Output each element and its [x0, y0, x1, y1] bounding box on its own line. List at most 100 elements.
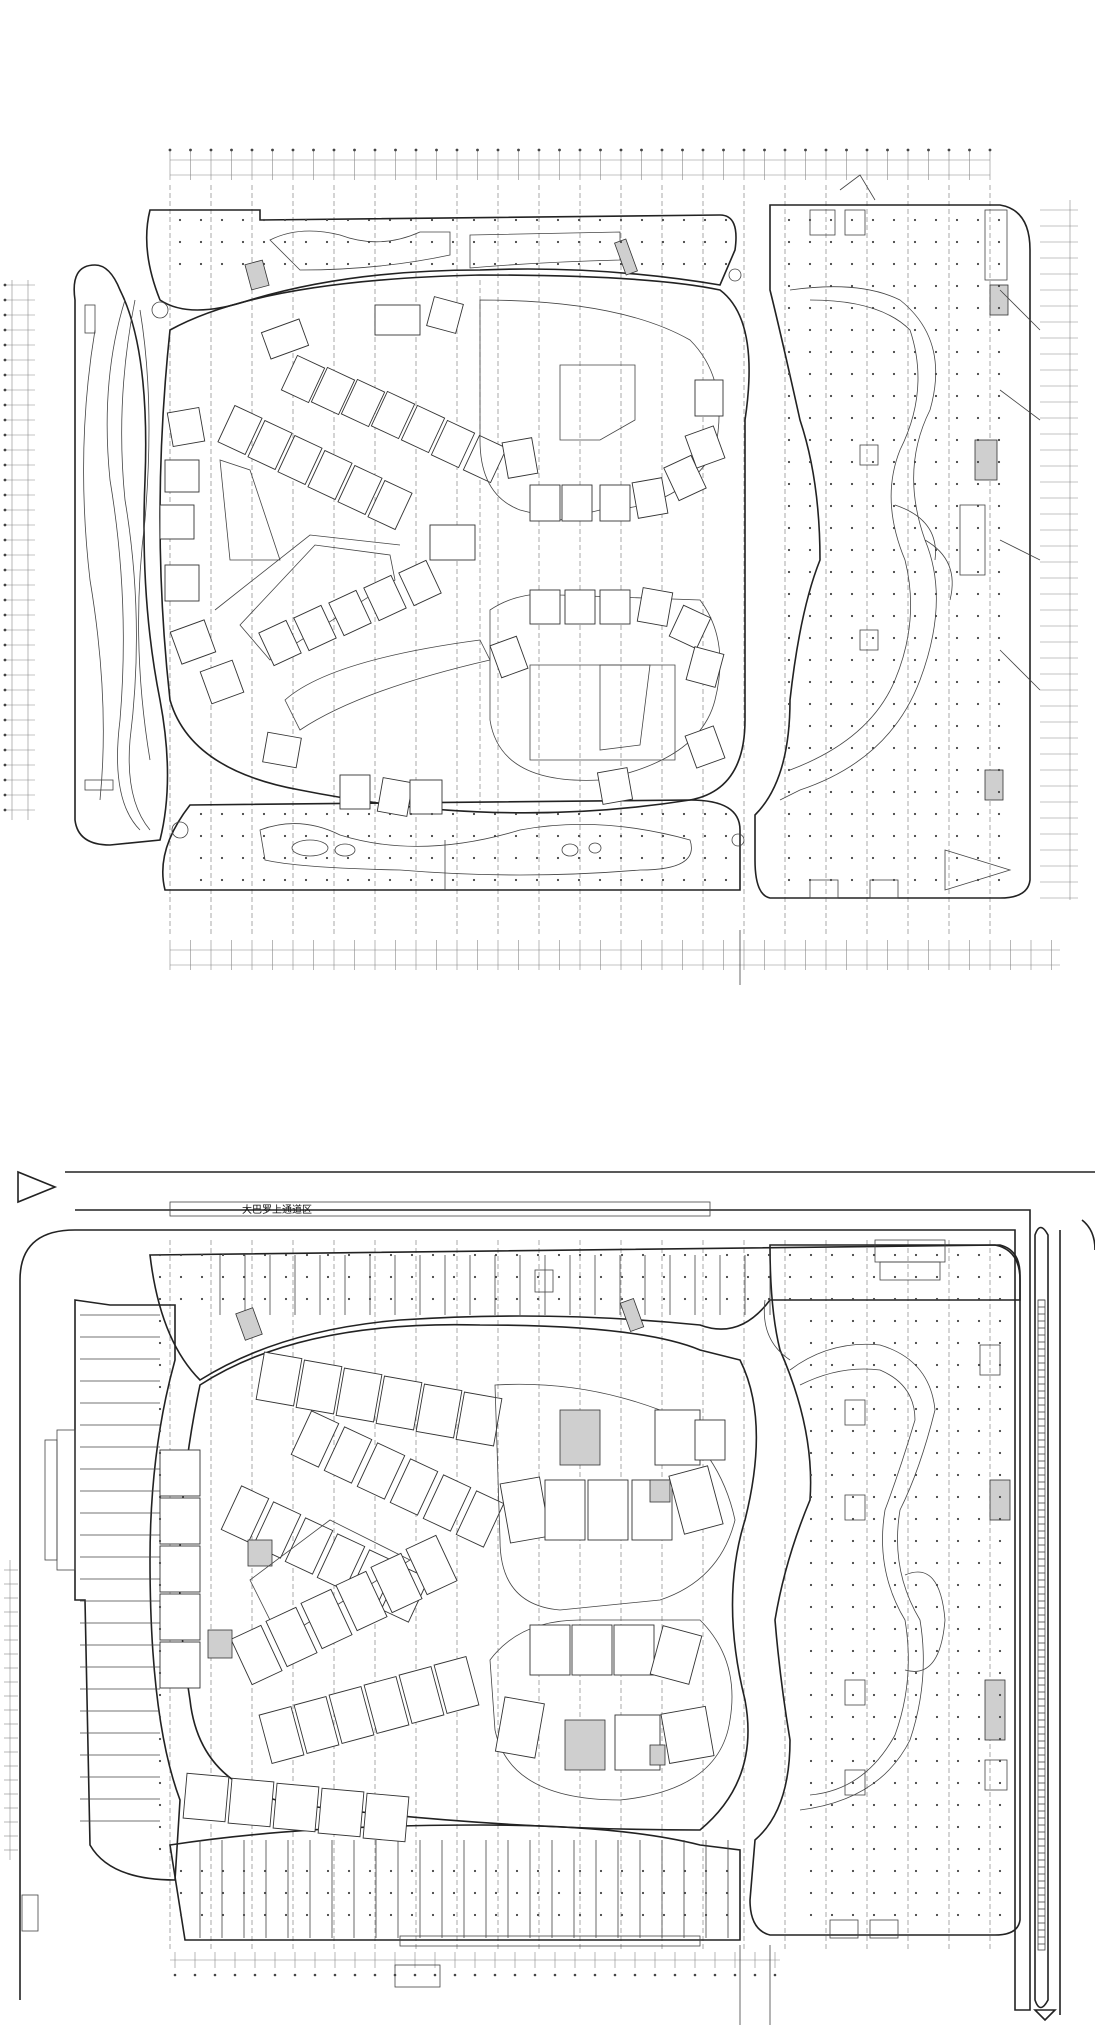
column	[871, 812, 875, 816]
column	[809, 1825, 813, 1829]
column	[829, 812, 833, 816]
column	[956, 1319, 960, 1323]
column	[830, 1605, 834, 1609]
column	[389, 1253, 393, 1257]
column	[956, 1495, 960, 1499]
column	[619, 834, 623, 838]
column	[808, 834, 812, 838]
shop-unit	[398, 1666, 445, 1724]
column	[556, 878, 560, 882]
column	[598, 834, 602, 838]
column	[808, 570, 812, 574]
column	[619, 240, 623, 244]
column	[620, 1297, 624, 1301]
column	[850, 812, 854, 816]
column	[977, 1407, 981, 1411]
column	[220, 812, 224, 816]
column	[787, 592, 791, 596]
grid-bubble	[3, 733, 7, 737]
column	[388, 856, 392, 860]
column	[368, 1869, 372, 1873]
column	[913, 702, 917, 706]
column	[997, 570, 1001, 574]
column	[158, 1759, 162, 1763]
column	[367, 240, 371, 244]
column	[893, 1825, 897, 1829]
column	[892, 438, 896, 442]
column	[913, 504, 917, 508]
grid-bubble	[3, 778, 7, 782]
column	[934, 812, 938, 816]
shop-unit	[265, 1606, 318, 1668]
column	[598, 812, 602, 816]
column	[934, 702, 938, 706]
column	[199, 878, 203, 882]
column	[872, 1693, 876, 1697]
column	[934, 526, 938, 530]
column	[325, 262, 329, 266]
column	[914, 1649, 918, 1653]
column	[431, 1891, 435, 1895]
column	[808, 306, 812, 310]
grid-bubble	[455, 148, 459, 152]
column	[787, 570, 791, 574]
column	[997, 636, 1001, 640]
column	[200, 1891, 204, 1895]
column	[200, 1275, 204, 1279]
column	[893, 1429, 897, 1433]
grid-bubble	[213, 1973, 217, 1977]
column	[598, 240, 602, 244]
column	[955, 614, 959, 618]
column	[956, 1517, 960, 1521]
column	[808, 328, 812, 332]
column	[809, 1561, 813, 1565]
column	[830, 1561, 834, 1565]
column	[431, 1275, 435, 1279]
grid-bubble	[3, 478, 7, 482]
column	[851, 1671, 855, 1675]
column	[976, 702, 980, 706]
column	[179, 1913, 183, 1917]
column	[997, 614, 1001, 618]
column	[767, 1275, 771, 1279]
grid-bubble	[209, 148, 213, 152]
column	[787, 834, 791, 838]
column	[620, 1913, 624, 1917]
grid-bubble	[513, 1973, 517, 1977]
core-unit	[247, 1539, 273, 1567]
column	[241, 812, 245, 816]
column	[997, 306, 1001, 310]
column	[829, 856, 833, 860]
upper-shop-cluster-b	[159, 404, 476, 561]
column	[493, 856, 497, 860]
column	[934, 504, 938, 508]
column	[158, 1341, 162, 1345]
column	[640, 240, 644, 244]
column	[326, 1869, 330, 1873]
column	[536, 1297, 540, 1301]
column	[998, 1847, 1002, 1851]
column	[640, 218, 644, 222]
column	[997, 768, 1001, 772]
column	[283, 262, 287, 266]
column	[997, 790, 1001, 794]
shop-unit	[159, 1449, 201, 1497]
column	[451, 218, 455, 222]
column	[703, 834, 707, 838]
column	[409, 834, 413, 838]
column	[955, 548, 959, 552]
column	[872, 1781, 876, 1785]
column	[809, 1275, 813, 1279]
grid-bubble	[173, 1973, 177, 1977]
column	[976, 812, 980, 816]
column	[430, 218, 434, 222]
column	[892, 504, 896, 508]
column	[158, 1385, 162, 1389]
column	[871, 460, 875, 464]
grid-bubble	[673, 1973, 677, 1977]
column	[977, 1891, 981, 1895]
column	[514, 856, 518, 860]
column	[514, 834, 518, 838]
shop-unit	[159, 1545, 201, 1593]
column	[284, 1891, 288, 1895]
